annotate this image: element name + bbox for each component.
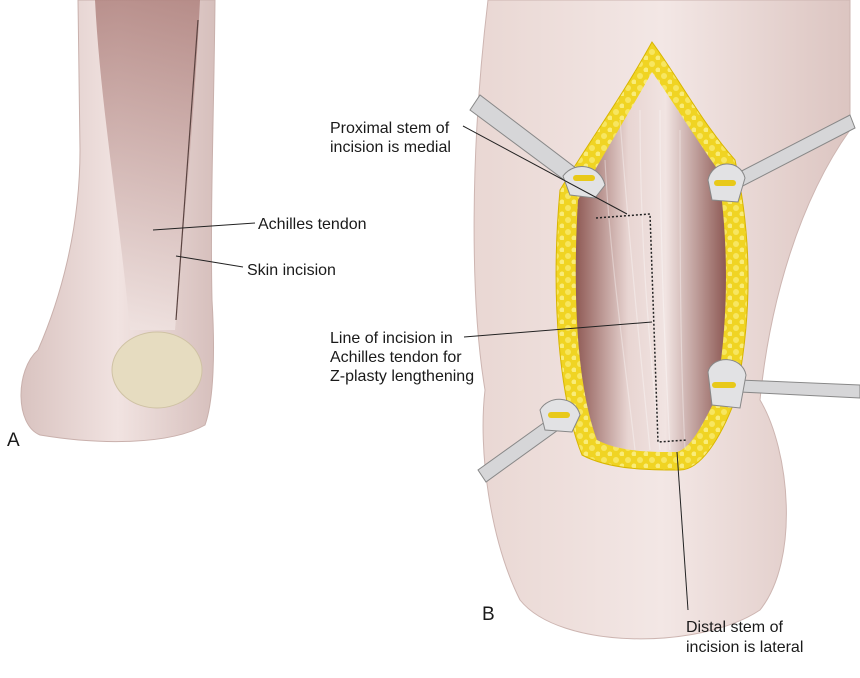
heel-pad [111, 331, 203, 409]
leader-proximal-stem [462, 125, 628, 215]
label-distal-line2: incision is lateral [686, 639, 803, 656]
retractor-top-right [707, 114, 856, 203]
label-proximal-line2: incision is medial [330, 139, 451, 156]
label-proximal-line1: Proximal stem of [330, 120, 450, 137]
panel-a: Achilles tendon Skin incision A [7, 0, 367, 451]
retractor-bottom-left [477, 398, 581, 483]
label-line-incision-3: Z-plasty lengthening [330, 368, 474, 385]
label-distal-line1: Distal stem of [686, 619, 783, 636]
panel-letter-b: B [482, 604, 495, 625]
skin-incision-line [175, 19, 199, 321]
panel-b: Proximal stem of incision is medial Line… [330, 0, 860, 656]
label-skin-incision: Skin incision [247, 262, 336, 279]
leader-skin-incision [175, 255, 244, 268]
label-line-incision-2: Achilles tendon for [330, 349, 462, 366]
leader-achilles-tendon [152, 222, 256, 231]
leader-distal-stem [676, 451, 689, 611]
panel-letter-a: A [7, 430, 20, 451]
retractor-top-left [469, 94, 606, 199]
tendon-b [575, 72, 726, 452]
retractor-right [707, 359, 860, 409]
label-line-incision-1: Line of incision in [330, 330, 453, 347]
label-achilles-tendon: Achilles tendon [258, 216, 367, 233]
achilles-tendon-a [95, 0, 200, 330]
tendon-fibers [604, 109, 686, 451]
z-plasty-incision-line [595, 213, 688, 443]
leader-line-of-incision [463, 321, 653, 338]
